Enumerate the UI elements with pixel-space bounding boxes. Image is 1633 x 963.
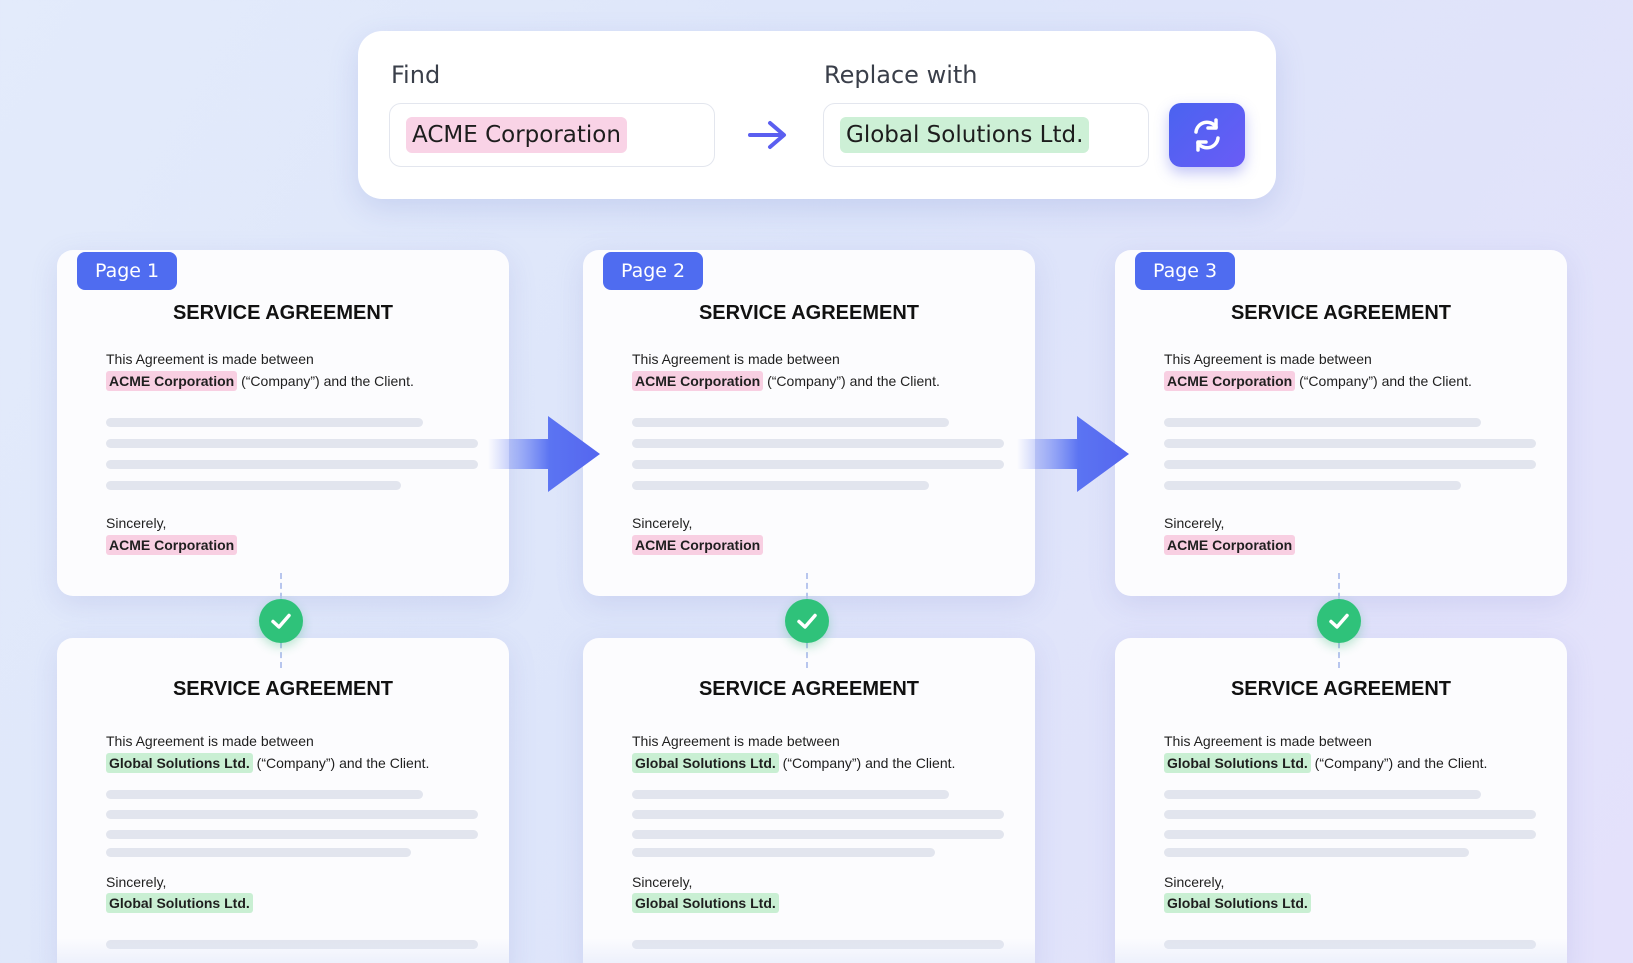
text-placeholder <box>1164 439 1536 448</box>
signature-line: ACME Corporation <box>1164 535 1296 555</box>
text-placeholder <box>632 790 949 799</box>
text-placeholder <box>1164 418 1481 427</box>
page-badge: Page 1 <box>77 252 178 290</box>
page-badge: Page 2 <box>603 252 704 290</box>
text-placeholder <box>632 460 1004 469</box>
text-placeholder <box>632 848 935 857</box>
find-input[interactable]: ACME Corporation <box>389 103 715 167</box>
fade-overlay <box>1115 938 1567 963</box>
party-rest: (“Company”) and the Client. <box>241 373 414 389</box>
match-highlight[interactable]: ACME Corporation <box>106 535 238 555</box>
fade-overlay <box>57 938 509 963</box>
text-placeholder <box>106 481 401 490</box>
party-line: ACME Corporation (“Company”) and the Cli… <box>106 371 414 391</box>
replace-input[interactable]: Global Solutions Ltd. <box>823 103 1149 167</box>
page-3-replaced-card: SERVICE AGREEMENT This Agreement is made… <box>1115 638 1567 963</box>
match-highlight[interactable]: ACME Corporation <box>1164 535 1296 555</box>
doc-title: SERVICE AGREEMENT <box>698 302 920 324</box>
match-highlight[interactable]: ACME Corporation <box>632 535 764 555</box>
replace-value: Global Solutions Ltd. <box>840 117 1090 153</box>
doc-title: SERVICE AGREEMENT <box>1230 678 1452 700</box>
page-1-original-card: Page 1 SERVICE AGREEMENT This Agreement … <box>57 250 509 596</box>
text-placeholder <box>106 810 478 819</box>
closing-text: Sincerely, <box>1164 515 1225 531</box>
page-3-original-card: Page 3 SERVICE AGREEMENT This Agreement … <box>1115 250 1567 596</box>
intro-text: This Agreement is made between <box>106 733 314 749</box>
doc-title: SERVICE AGREEMENT <box>698 678 920 700</box>
replaced-highlight[interactable]: Global Solutions Ltd. <box>632 893 779 913</box>
signature-line: Global Solutions Ltd. <box>1164 893 1311 913</box>
page-1-replaced-card: SERVICE AGREEMENT This Agreement is made… <box>57 638 509 963</box>
party-rest: (“Company”) and the Client. <box>782 755 956 771</box>
signature-line: ACME Corporation <box>632 535 764 555</box>
party-rest: (“Company”) and the Client. <box>767 373 940 389</box>
text-placeholder <box>1164 460 1536 469</box>
party-line: Global Solutions Ltd. (“Company”) and th… <box>106 753 430 773</box>
intro-text: This Agreement is made between <box>1164 351 1372 367</box>
match-highlight[interactable]: ACME Corporation <box>632 371 764 391</box>
intro-text: This Agreement is made between <box>632 733 840 749</box>
find-replace-panel: Find ACME Corporation Replace with Globa… <box>358 31 1276 199</box>
closing-text: Sincerely, <box>632 874 693 890</box>
flow-arrow-icon <box>488 416 600 492</box>
replace-all-button[interactable] <box>1169 103 1245 167</box>
match-highlight[interactable]: ACME Corporation <box>1164 371 1296 391</box>
match-highlight[interactable]: ACME Corporation <box>106 371 238 391</box>
signature-line: ACME Corporation <box>106 535 238 555</box>
text-placeholder <box>1164 481 1461 490</box>
text-placeholder <box>632 810 1004 819</box>
replaced-highlight[interactable]: Global Solutions Ltd. <box>1164 893 1311 913</box>
closing-text: Sincerely, <box>106 515 167 531</box>
doc-title: SERVICE AGREEMENT <box>172 678 394 700</box>
replaced-highlight[interactable]: Global Solutions Ltd. <box>1164 753 1311 773</box>
page-badge: Page 3 <box>1135 252 1236 290</box>
intro-text: This Agreement is made between <box>106 351 314 367</box>
check-icon <box>1317 599 1361 643</box>
text-placeholder <box>1164 810 1536 819</box>
find-value: ACME Corporation <box>406 117 627 153</box>
arrow-right-icon <box>748 121 786 149</box>
text-placeholder <box>106 790 423 799</box>
page-2-original-card: Page 2 SERVICE AGREEMENT This Agreement … <box>583 250 1035 596</box>
replaced-highlight[interactable]: Global Solutions Ltd. <box>106 893 253 913</box>
check-icon <box>785 599 829 643</box>
signature-line: Global Solutions Ltd. <box>106 893 253 913</box>
closing-text: Sincerely, <box>632 515 693 531</box>
text-placeholder <box>106 848 411 857</box>
signature-line: Global Solutions Ltd. <box>632 893 779 913</box>
replaced-highlight[interactable]: Global Solutions Ltd. <box>106 753 253 773</box>
page-2-replaced-card: SERVICE AGREEMENT This Agreement is made… <box>583 638 1035 963</box>
fade-overlay <box>583 938 1035 963</box>
closing-text: Sincerely, <box>1164 874 1225 890</box>
text-placeholder <box>632 481 929 490</box>
doc-title: SERVICE AGREEMENT <box>172 302 394 324</box>
closing-text: Sincerely, <box>106 874 167 890</box>
intro-text: This Agreement is made between <box>632 351 840 367</box>
party-rest: (“Company”) and the Client. <box>1314 755 1488 771</box>
text-placeholder <box>1164 790 1481 799</box>
text-placeholder <box>106 460 478 469</box>
text-placeholder <box>106 830 478 839</box>
intro-text: This Agreement is made between <box>1164 733 1372 749</box>
text-placeholder <box>106 439 478 448</box>
text-placeholder <box>1164 848 1469 857</box>
party-line: ACME Corporation (“Company”) and the Cli… <box>632 371 940 391</box>
text-placeholder <box>632 418 949 427</box>
text-placeholder <box>106 418 423 427</box>
refresh-icon <box>1194 118 1220 152</box>
find-label: Find <box>391 61 441 89</box>
party-line: ACME Corporation (“Company”) and the Cli… <box>1164 371 1472 391</box>
replaced-highlight[interactable]: Global Solutions Ltd. <box>632 753 779 773</box>
party-line: Global Solutions Ltd. (“Company”) and th… <box>632 753 956 773</box>
flow-arrow-icon <box>1017 416 1129 492</box>
party-rest: (“Company”) and the Client. <box>1299 373 1472 389</box>
party-line: Global Solutions Ltd. (“Company”) and th… <box>1164 753 1488 773</box>
text-placeholder <box>632 439 1004 448</box>
doc-title: SERVICE AGREEMENT <box>1230 302 1452 324</box>
check-icon <box>259 599 303 643</box>
replace-label: Replace with <box>824 61 978 89</box>
text-placeholder <box>632 830 1004 839</box>
party-rest: (“Company”) and the Client. <box>256 755 430 771</box>
text-placeholder <box>1164 830 1536 839</box>
